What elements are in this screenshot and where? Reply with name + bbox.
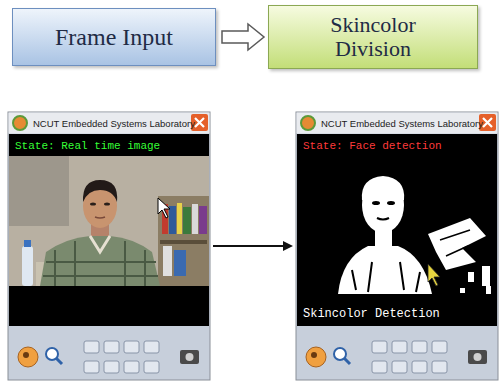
camera-image [199, 206, 207, 234]
toolbar [392, 341, 407, 353]
toolbar [124, 341, 139, 353]
state-text: State: Face detection [303, 140, 493, 153]
box-label: Skincolor Division [318, 13, 428, 61]
window-chrome [301, 116, 315, 130]
window-chrome [195, 118, 204, 127]
skin-mask [460, 288, 465, 293]
camera-image [169, 206, 176, 234]
skin-mask [387, 201, 395, 205]
camera-image [158, 196, 209, 286]
window-chrome [297, 134, 497, 326]
toolbar [344, 358, 350, 364]
window-chrome [297, 113, 498, 134]
process-box: Skincolor Division [268, 5, 478, 69]
window-chrome [483, 118, 492, 127]
window-title: NCUT Embedded Systems Laboratory [33, 118, 197, 129]
window-title: NCUT Embedded Systems Laboratory [321, 118, 485, 129]
skin-mask [362, 176, 404, 200]
skin-mask [372, 201, 380, 205]
arrow-connector [283, 241, 293, 251]
camera-image [158, 198, 170, 218]
skin-mask [428, 264, 440, 286]
app-window: NCUT Embedded Systems LaboratoryState: F… [296, 112, 498, 380]
caption-text: Skincolor Detection [303, 307, 493, 321]
toolbar [468, 350, 487, 364]
toolbar [23, 352, 29, 358]
window-chrome [296, 112, 498, 380]
camera-image [160, 240, 207, 244]
toolbar [311, 352, 317, 358]
camera-image [90, 202, 96, 205]
toolbar [412, 341, 427, 353]
camera-image [40, 236, 160, 286]
toolbar [474, 353, 482, 361]
toolbar [84, 341, 99, 353]
toolbar [186, 353, 194, 361]
camera-image [177, 203, 182, 234]
block-arrow [222, 24, 264, 50]
toolbar [84, 361, 99, 373]
skin-mask [482, 266, 490, 286]
toolbar [432, 341, 447, 353]
window-chrome [8, 112, 210, 380]
camera-image [192, 204, 198, 234]
skin-mask [362, 177, 404, 233]
window-chrome [13, 116, 27, 130]
camera-image [9, 156, 209, 286]
toolbar [56, 358, 62, 364]
skin-mask [375, 228, 392, 246]
skin-mask [352, 262, 420, 292]
state-text: State: Real time image [15, 140, 205, 153]
toolbar [144, 361, 159, 373]
camera-image [90, 236, 110, 252]
process-box: Frame Input [12, 8, 216, 66]
arrow-connector [213, 245, 283, 247]
window-chrome [8, 112, 210, 380]
window-chrome [9, 134, 209, 326]
camera-image [163, 246, 172, 276]
skin-mask [468, 272, 474, 282]
skin-mask [428, 218, 486, 270]
app-window: NCUT Embedded Systems LaboratoryState: R… [8, 112, 210, 380]
toolbar [432, 361, 447, 373]
camera-image [9, 156, 209, 286]
toolbar [306, 341, 487, 373]
camera-image [22, 246, 33, 286]
camera-image [174, 250, 186, 276]
toolbar [18, 347, 38, 367]
toolbar [372, 341, 387, 353]
toolbar [104, 361, 119, 373]
camera-image [43, 241, 158, 286]
toolbar [104, 341, 119, 353]
skin-mask [338, 246, 432, 294]
camera-image [183, 207, 191, 234]
toolbar [372, 361, 387, 373]
toolbar [392, 361, 407, 373]
window-chrome [9, 113, 210, 134]
skin-mask [377, 218, 389, 220]
camera-image [24, 240, 31, 247]
skin-mask [440, 230, 470, 256]
window-chrome [296, 112, 498, 380]
camera-image [83, 180, 117, 202]
toolbar [18, 341, 199, 373]
camera-image [9, 156, 69, 226]
toolbar [306, 347, 326, 367]
skin-mask [338, 176, 491, 294]
toolbar [144, 341, 159, 353]
camera-image [104, 202, 110, 205]
box-label: Frame Input [55, 24, 173, 50]
toolbar [412, 361, 427, 373]
arrow-connector [213, 241, 293, 251]
toolbar [124, 361, 139, 373]
block-arrow [222, 24, 264, 50]
toolbar [180, 350, 199, 364]
camera-image [95, 217, 105, 218]
skin-mask [486, 286, 491, 294]
